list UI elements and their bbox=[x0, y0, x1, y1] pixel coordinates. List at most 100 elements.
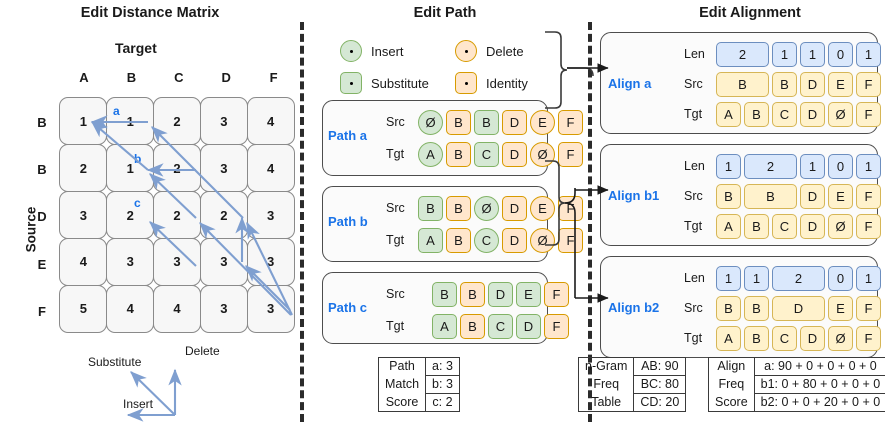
align-token[interactable]: 1 bbox=[772, 42, 797, 67]
align-token[interactable]: 0 bbox=[828, 154, 853, 179]
path-token[interactable]: B bbox=[460, 282, 485, 307]
path-token[interactable]: C bbox=[488, 314, 513, 339]
path-token[interactable]: E bbox=[530, 196, 555, 221]
align-token[interactable]: B bbox=[744, 102, 769, 127]
matrix-cell[interactable]: 2 bbox=[106, 191, 155, 240]
path-token[interactable]: B bbox=[446, 142, 471, 167]
matrix-cell[interactable]: 2 bbox=[199, 191, 248, 240]
path-token[interactable]: B bbox=[432, 282, 457, 307]
align-token[interactable]: 1 bbox=[856, 266, 881, 291]
path-token[interactable]: Ø bbox=[418, 110, 443, 135]
matrix-cell[interactable]: 3 bbox=[199, 97, 248, 146]
matrix-cell[interactable]: 2 bbox=[59, 144, 108, 193]
align-token[interactable]: 1 bbox=[856, 154, 881, 179]
path-token[interactable]: Ø bbox=[530, 228, 555, 253]
matrix-cell[interactable]: 4 bbox=[59, 237, 108, 286]
path-token[interactable]: B bbox=[446, 110, 471, 135]
matrix-cell[interactable]: 1 bbox=[59, 97, 108, 146]
align-token[interactable]: F bbox=[856, 72, 881, 97]
path-token[interactable]: F bbox=[558, 228, 583, 253]
path-token[interactable]: B bbox=[460, 314, 485, 339]
matrix-cell[interactable]: 4 bbox=[153, 284, 202, 333]
path-token[interactable]: D bbox=[502, 228, 527, 253]
matrix-cell[interactable]: 3 bbox=[199, 237, 248, 286]
align-token[interactable]: B bbox=[716, 296, 741, 321]
align-token[interactable]: A bbox=[716, 102, 741, 127]
path-token[interactable]: B bbox=[418, 196, 443, 221]
path-token[interactable]: F bbox=[558, 110, 583, 135]
matrix-cell[interactable]: 1 bbox=[106, 144, 155, 193]
align-token[interactable]: Ø bbox=[828, 214, 853, 239]
path-token[interactable]: C bbox=[474, 142, 499, 167]
matrix-cell[interactable]: 2 bbox=[153, 97, 202, 146]
align-token[interactable]: B bbox=[744, 214, 769, 239]
matrix-cell[interactable]: 3 bbox=[106, 237, 155, 286]
matrix-cell[interactable]: 3 bbox=[246, 191, 295, 240]
path-token[interactable]: D bbox=[502, 110, 527, 135]
matrix-cell[interactable]: 3 bbox=[59, 191, 108, 240]
path-token[interactable]: E bbox=[530, 110, 555, 135]
align-token[interactable]: 1 bbox=[716, 154, 741, 179]
align-token[interactable]: D bbox=[800, 102, 825, 127]
matrix-cell[interactable]: 4 bbox=[246, 97, 295, 146]
align-token[interactable]: D bbox=[800, 184, 825, 209]
matrix-cell[interactable]: 2 bbox=[153, 144, 202, 193]
align-token[interactable]: C bbox=[772, 214, 797, 239]
align-token[interactable]: A bbox=[716, 326, 741, 351]
path-token[interactable]: Ø bbox=[474, 196, 499, 221]
path-token[interactable]: A bbox=[418, 228, 443, 253]
align-token[interactable]: F bbox=[856, 214, 881, 239]
align-token[interactable]: Ø bbox=[828, 102, 853, 127]
align-token[interactable]: 1 bbox=[744, 266, 769, 291]
path-token[interactable]: D bbox=[488, 282, 513, 307]
align-token[interactable]: 0 bbox=[828, 42, 853, 67]
path-token[interactable]: B bbox=[446, 196, 471, 221]
align-token[interactable]: B bbox=[716, 184, 741, 209]
matrix-cell[interactable]: 3 bbox=[246, 237, 295, 286]
align-token[interactable]: D bbox=[772, 296, 825, 321]
align-token[interactable]: B bbox=[772, 72, 797, 97]
align-token[interactable]: E bbox=[828, 184, 853, 209]
align-token[interactable]: 2 bbox=[716, 42, 769, 67]
path-token[interactable]: C bbox=[474, 228, 499, 253]
align-token[interactable]: B bbox=[744, 184, 797, 209]
matrix-cell[interactable]: 5 bbox=[59, 284, 108, 333]
matrix-cell[interactable]: 3 bbox=[246, 284, 295, 333]
align-token[interactable]: B bbox=[744, 296, 769, 321]
matrix-cell[interactable]: 3 bbox=[199, 144, 248, 193]
path-token[interactable]: F bbox=[544, 282, 569, 307]
matrix-cell[interactable]: 3 bbox=[153, 237, 202, 286]
align-token[interactable]: 0 bbox=[828, 266, 853, 291]
align-token[interactable]: 1 bbox=[716, 266, 741, 291]
align-token[interactable]: 2 bbox=[772, 266, 825, 291]
path-token[interactable]: D bbox=[502, 196, 527, 221]
align-token[interactable]: C bbox=[772, 102, 797, 127]
align-token[interactable]: D bbox=[800, 72, 825, 97]
align-token[interactable]: B bbox=[744, 326, 769, 351]
path-token[interactable]: D bbox=[502, 142, 527, 167]
align-token[interactable]: 2 bbox=[744, 154, 797, 179]
path-token[interactable]: B bbox=[446, 228, 471, 253]
path-token[interactable]: F bbox=[558, 196, 583, 221]
path-token[interactable]: A bbox=[418, 142, 443, 167]
align-token[interactable]: 1 bbox=[800, 42, 825, 67]
align-token[interactable]: F bbox=[856, 184, 881, 209]
align-token[interactable]: D bbox=[800, 326, 825, 351]
matrix-cell[interactable]: 2 bbox=[153, 191, 202, 240]
matrix-cell[interactable]: 4 bbox=[246, 144, 295, 193]
align-token[interactable]: C bbox=[772, 326, 797, 351]
align-token[interactable]: E bbox=[828, 72, 853, 97]
path-token[interactable]: D bbox=[516, 314, 541, 339]
path-token[interactable]: F bbox=[558, 142, 583, 167]
align-token[interactable]: B bbox=[716, 72, 769, 97]
align-token[interactable]: D bbox=[800, 214, 825, 239]
path-token[interactable]: B bbox=[474, 110, 499, 135]
align-token[interactable]: Ø bbox=[828, 326, 853, 351]
align-token[interactable]: F bbox=[856, 326, 881, 351]
align-token[interactable]: 1 bbox=[800, 154, 825, 179]
align-token[interactable]: 1 bbox=[856, 42, 881, 67]
path-token[interactable]: A bbox=[432, 314, 457, 339]
align-token[interactable]: F bbox=[856, 296, 881, 321]
matrix-cell[interactable]: 3 bbox=[199, 284, 248, 333]
